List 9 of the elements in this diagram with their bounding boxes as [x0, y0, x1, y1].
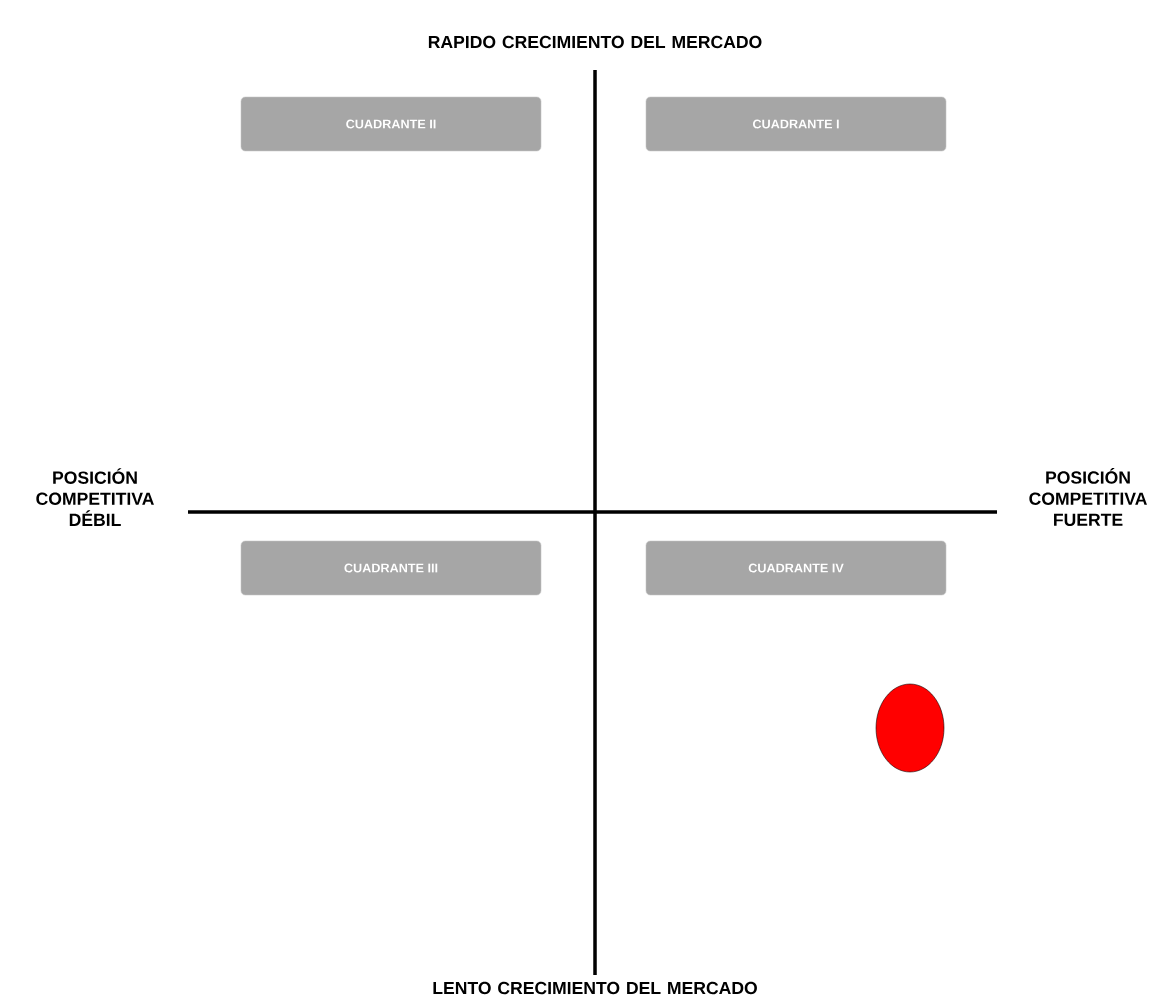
dot-marker — [875, 683, 945, 773]
quadrant-box: CUADRANTE IV — [645, 540, 947, 596]
quadrant-box: CUADRANTE III — [240, 540, 542, 596]
quadrant-box: CUADRANTE II — [240, 96, 542, 152]
axis-label: RAPIDO CRECIMIENTO DEL MERCADO — [428, 35, 762, 49]
axis-label: LENTO CRECIMIENTO DEL MERCADO — [433, 981, 757, 995]
axis-label: POSICIÓN COMPETITIVA FUERTE — [1029, 468, 1147, 526]
quadrant-box: CUADRANTE I — [645, 96, 947, 152]
axis-label: POSICIÓN COMPETITIVA DÉBIL — [36, 468, 154, 526]
